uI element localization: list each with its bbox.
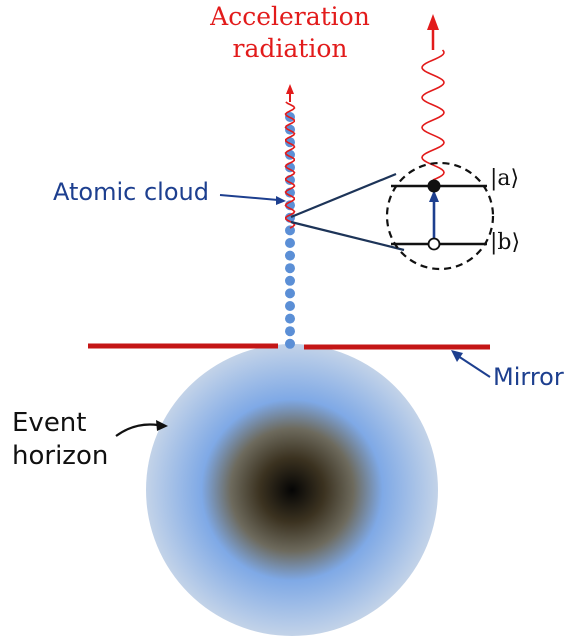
atomic-cloud-label: Atomic cloud [53,178,209,206]
radiation-wave-cloud [284,101,296,229]
mirror-label: Mirror [493,363,564,391]
event-horizon-sphere [146,344,438,636]
atom-dot [285,301,295,311]
ground-state-dot [427,237,441,251]
mirror-pointer-shaft [457,355,491,378]
atom-dot [285,250,295,261]
atomic-cloud-pointer-head [276,196,286,205]
state-b-label: |b⟩ [490,230,521,255]
acceleration-radiation-title-line1: Acceleration [210,2,370,31]
atom-dot [285,338,295,349]
radiation-arrow-atom-head [427,14,439,30]
mirror-pointer-head [451,350,463,362]
event-horizon-label-line1: Event [12,408,87,438]
event-horizon-label-line2: horizon [12,441,109,471]
transition-arrow-head [429,190,439,202]
atom-dot [285,275,295,286]
radiation-arrow-cloud-head [286,84,294,94]
zoom-line-lower [290,220,405,252]
atom-dot [285,238,295,248]
two-level-atom-inset [385,161,495,271]
excited-state-dot [427,179,441,193]
atom-dot [285,263,295,274]
atom-dot [285,313,295,324]
atom-dot [285,288,295,299]
acceleration-radiation-title-line2: radiation [232,34,348,63]
event-horizon-pointer-shaft [115,423,159,437]
radiation-wave-atom [421,49,445,181]
atomic-cloud-pointer-shaft [219,194,279,201]
atom-dot [285,326,295,337]
event-horizon-pointer-head [156,420,168,431]
zoom-line-upper [290,172,397,219]
atom-dot [285,225,295,236]
state-a-label: |a⟩ [490,166,520,191]
